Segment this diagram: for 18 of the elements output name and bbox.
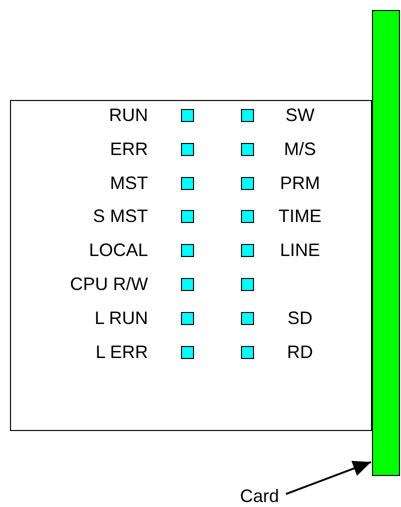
- indicator-label: SW: [286, 105, 314, 125]
- indicator-label: RUN: [109, 105, 148, 125]
- card-label: Card: [240, 486, 280, 506]
- indicator-label: L RUN: [94, 308, 148, 328]
- indicator-label: S MST: [92, 206, 148, 226]
- indicator-label: CPU R/W: [70, 274, 148, 294]
- indicator-label: LOCAL: [88, 240, 148, 260]
- indicator-label: PRM: [280, 172, 320, 193]
- indicator-label: TIME: [278, 206, 322, 226]
- indicator-label: RD: [287, 342, 313, 362]
- indicator-label: LINE: [280, 240, 320, 260]
- indicator-label: ERR: [110, 138, 148, 159]
- indicator-label: M/S: [284, 138, 316, 159]
- indicator-label: L ERR: [96, 342, 148, 362]
- card-bar: [372, 10, 400, 476]
- indicator-label: MST: [110, 172, 148, 193]
- leader-line: [286, 460, 372, 495]
- indicator-label: SD: [288, 308, 312, 328]
